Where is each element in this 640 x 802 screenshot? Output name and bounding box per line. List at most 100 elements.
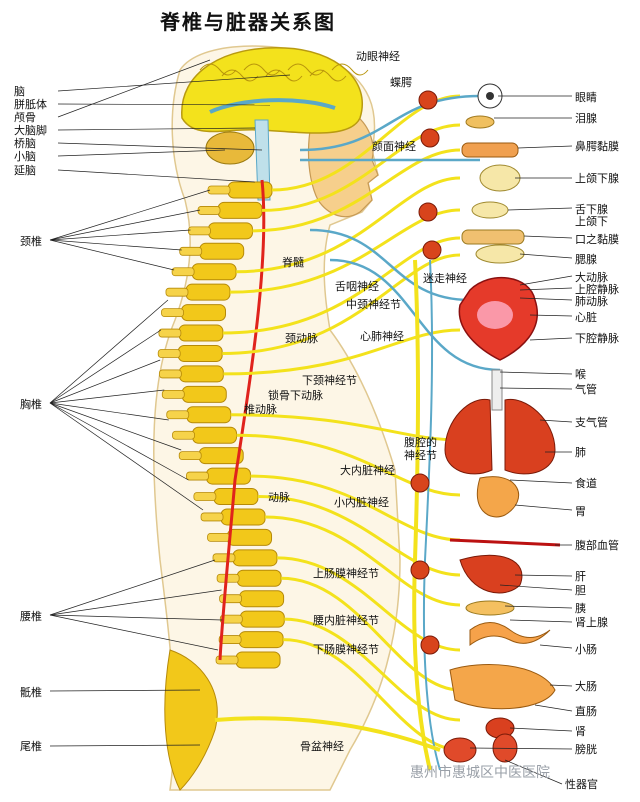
spinous-process: [197, 206, 221, 215]
spine-leader-line: [49, 239, 175, 271]
nerve-fiber: [222, 253, 461, 355]
sublingual-organ: [471, 201, 509, 219]
label-sphenopalatine: 蝶腭: [390, 76, 412, 89]
label-inferior-cervical-ganglion: 下颈神经节: [302, 374, 357, 387]
stomach-organ: [476, 476, 520, 518]
trachea-organ: [491, 369, 503, 411]
vertebra: [236, 569, 282, 587]
label-artery: 动脉: [268, 491, 290, 504]
spine-leader-line: [49, 209, 201, 241]
ganglion: [410, 560, 430, 580]
organ-leader-line: [534, 704, 573, 712]
nerve-fiber: [236, 433, 461, 497]
right-lung: [504, 398, 556, 475]
label-facial-nerve: 颜面神经: [372, 140, 416, 153]
vertebra: [178, 365, 224, 383]
vessel-line: [309, 228, 471, 302]
label-bladder: 膀胱: [575, 743, 597, 756]
organ-leader-line: [529, 314, 573, 317]
label-cervical: 颈椎: [20, 235, 42, 248]
label-inferior-mesenteric: 下肠膜神经节: [313, 643, 379, 656]
ganglion: [418, 202, 438, 222]
nerve-fiber: [283, 638, 461, 752]
organ-leader-line: [514, 574, 573, 577]
organ-leader-line: [539, 644, 573, 649]
organ-leader-line: [499, 371, 573, 375]
nerve-fiber: [281, 576, 461, 692]
nerve-fiber: [250, 474, 461, 542]
label-stomach: 胃: [575, 505, 586, 518]
liver-organ: [459, 554, 523, 594]
label-pons: 桥脑: [14, 137, 36, 150]
spinous-process: [178, 451, 202, 461]
label-corpus-callosum: 胼胝体: [14, 98, 47, 111]
label-aorta: 大动脉: [575, 271, 608, 284]
label-lacrimal: 泪腺: [575, 112, 597, 125]
ganglion: [418, 90, 438, 110]
brain-fold: [287, 63, 325, 76]
brain-fold: [309, 69, 347, 82]
vertebra: [227, 528, 273, 546]
organ-leader-line: [514, 504, 573, 511]
spinous-process: [218, 635, 242, 644]
spine-leader-line: [49, 589, 222, 616]
organ-leader-line: [517, 145, 573, 149]
vertebra: [220, 508, 266, 526]
nerve-fiber: [236, 176, 461, 274]
parotid-organ: [475, 244, 525, 264]
vertebra: [185, 283, 231, 301]
spinous-process: [207, 532, 230, 542]
organ-leader-line: [504, 605, 573, 609]
organ-leader-line: [504, 759, 563, 785]
label-vertebral-artery: 椎动脉: [244, 403, 277, 416]
spinous-process: [207, 185, 231, 195]
label-subclavian: 锁骨下动脉: [268, 389, 323, 402]
spine-leader-line: [49, 402, 189, 481]
label-medulla: 延脑: [14, 164, 36, 177]
spine-leader-line: [49, 229, 191, 241]
spinous-process: [158, 369, 182, 379]
label-esophagus: 食道: [575, 477, 597, 490]
vertebra: [181, 304, 227, 322]
lacrimal-organ: [465, 115, 495, 129]
nerve-fiber: [284, 617, 461, 722]
spinal-cord-line: [218, 179, 266, 661]
bladder-organ: [443, 737, 477, 763]
watermark-text: 惠州市惠城区中医医院: [410, 765, 550, 781]
label-superior-mesenteric: 上肠膜神经节: [313, 567, 379, 580]
nasal-organ: [461, 142, 519, 158]
label-lumbar: 腰椎: [20, 610, 42, 623]
label-lumbar-splanchnic: 腰内脏神经节: [313, 614, 379, 627]
pancreas-organ: [465, 600, 515, 616]
brain-fold: [199, 63, 237, 76]
diagram-title: 脊椎与脏器关系图: [160, 10, 336, 34]
spine-leader-line: [49, 189, 211, 241]
label-skull: 颅骨: [14, 111, 36, 124]
nerve-fiber: [265, 515, 461, 607]
brain-leader-line: [57, 127, 256, 131]
spine-leader-line: [49, 402, 169, 421]
spine-leader-line: [49, 614, 219, 651]
spinous-process: [179, 246, 203, 256]
vertebra: [239, 610, 285, 628]
spinous-process: [212, 553, 236, 563]
label-brain: 脑: [14, 85, 25, 98]
brainstem: [254, 119, 271, 201]
label-abdominal-vessels: 腹部血管: [575, 539, 619, 552]
spine-leader-line: [49, 402, 204, 511]
label-pulmonary-artery: 肺动脉: [575, 295, 608, 308]
organ-leader-line: [523, 235, 573, 239]
nerve-fiber: [252, 148, 461, 233]
spinous-process: [161, 308, 184, 318]
organ-leader-line: [519, 297, 573, 301]
vessel-line: [329, 258, 501, 372]
label-coccyx: 尾椎: [20, 740, 42, 753]
eye-pupil: [486, 92, 494, 100]
label-middle-cervical-ganglion: 中颈神经节: [346, 298, 401, 311]
spine-leader-line: [49, 402, 182, 451]
nerve-fiber: [223, 328, 461, 376]
vertebra: [192, 426, 238, 444]
label-bronchus: 支气管: [575, 416, 608, 429]
ganglion: [420, 635, 440, 655]
label-cerebral-peduncle: 大脑脚: [14, 124, 47, 137]
